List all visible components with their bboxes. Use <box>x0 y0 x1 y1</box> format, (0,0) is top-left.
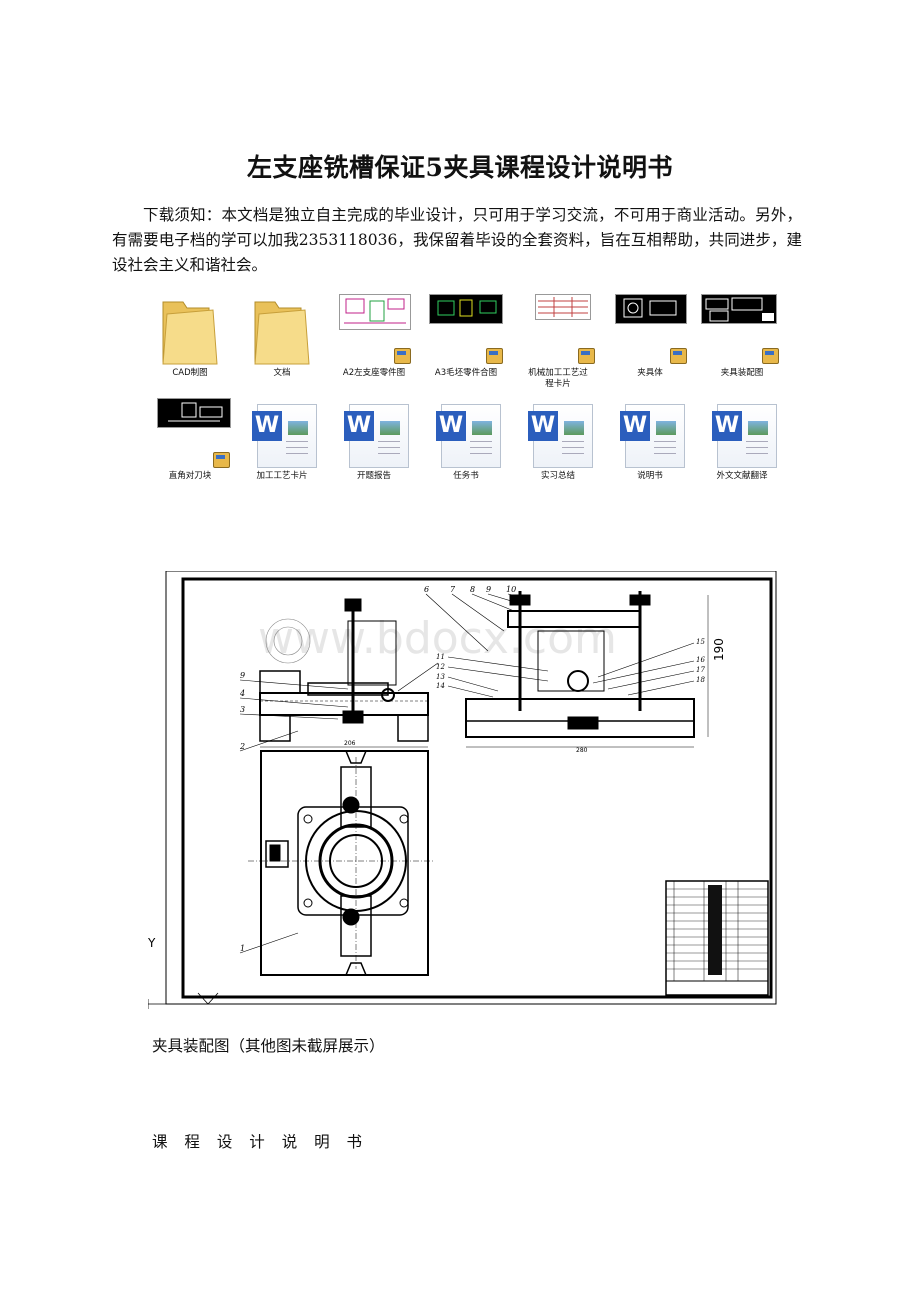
callout-label: 18 <box>696 676 705 684</box>
word-doc-icon: W <box>620 404 685 468</box>
figure-caption: 夹具装配图（其他图未截屏展示） <box>152 1037 385 1055</box>
word-doc-icon: W <box>252 404 317 468</box>
callout-label: 14 <box>436 682 445 690</box>
file-label: 机械加工工艺过 <box>528 368 588 378</box>
callout-label: 15 <box>696 638 705 646</box>
word-doc-icon: W <box>344 404 409 468</box>
callout-label: 10 <box>506 585 516 594</box>
file-listing-screenshot: CAD制图 文档 A2左支座零件图 A3毛坯零件合图 <box>145 286 785 486</box>
drawing-thumbnail-icon <box>701 294 777 324</box>
right-leader-lines <box>592 642 695 696</box>
callout-label: 11 <box>436 653 445 661</box>
middle-leader-lines <box>397 656 549 698</box>
callout-label: 6 <box>424 585 429 594</box>
notice-text: 下载须知：本文档是独立自主完成的毕业设计，只可用于学习交流，不可用于商业活动。另… <box>112 206 802 274</box>
file-label: A2左支座零件图 <box>342 368 406 378</box>
callout-label: 13 <box>436 673 445 681</box>
file-label: 说明书 <box>637 471 663 481</box>
callout-label: 2 <box>239 742 245 751</box>
cad-file-icon <box>670 348 687 364</box>
file-label: 文档 <box>273 368 291 378</box>
callout-label: 16 <box>696 656 705 664</box>
section-heading: 课 程 设 计 说 明 书 <box>152 1133 369 1151</box>
watermark-text: www.bdocx.com <box>258 613 617 664</box>
word-logo-icon: W <box>252 411 282 441</box>
file-label: 外文文献翻译 <box>716 471 768 481</box>
cad-file-icon <box>394 348 411 364</box>
word-doc-icon: W <box>528 404 593 468</box>
file-label: 任务书 <box>453 471 479 481</box>
drawing-thumbnail-icon <box>615 294 687 324</box>
callout-label: 3 <box>240 705 245 714</box>
drawing-thumbnail-icon <box>339 294 411 330</box>
callout-label: 4 <box>239 689 245 698</box>
fixture-assembly-drawing: www.bdocx.com 206 280 190 9 4 <box>148 571 777 1009</box>
cad-file-icon <box>486 348 503 364</box>
folder-icon <box>162 301 218 365</box>
plan-view <box>248 750 433 976</box>
file-label: A3毛坯零件合图 <box>434 368 498 378</box>
top-callouts: 6 7 8 9 10 <box>424 585 516 594</box>
file-label: 夹具体 <box>637 368 663 378</box>
word-doc-icon: W <box>712 404 777 468</box>
dimension-280: 280 <box>576 747 588 754</box>
file-label: 直角对刀块 <box>168 471 212 481</box>
word-logo-icon: W <box>528 411 558 441</box>
file-label: 加工工艺卡片 <box>256 471 308 481</box>
word-doc-icon: W <box>436 404 501 468</box>
cad-file-icon <box>762 348 779 364</box>
word-logo-icon: W <box>436 411 466 441</box>
callout-label: 7 <box>450 585 456 594</box>
file-label: CAD制图 <box>172 368 208 378</box>
left-front-view <box>259 598 429 748</box>
left-leader-lines <box>239 679 349 954</box>
word-logo-icon: W <box>344 411 374 441</box>
drawing-thumbnail-icon <box>429 294 503 324</box>
word-logo-icon: W <box>712 411 742 441</box>
left-callouts: 9 4 3 2 1 <box>239 671 245 953</box>
file-label-line2: 程卡片 <box>545 379 571 389</box>
callout-label: 12 <box>436 663 445 671</box>
axis-marker <box>148 992 219 1009</box>
callout-label: 9 <box>486 585 491 594</box>
dimension-206: 206 <box>344 740 356 747</box>
axis-y-label: Y <box>148 936 156 950</box>
cad-file-icon <box>213 452 230 468</box>
right-side-view <box>465 591 709 748</box>
right-callouts: 15 16 17 18 <box>696 638 705 684</box>
top-leader-lines <box>425 593 523 652</box>
file-label: 夹具装配图 <box>720 368 764 378</box>
callout-label: 8 <box>470 585 475 594</box>
callout-label: 9 <box>240 671 245 680</box>
drawing-thumbnail-icon <box>535 294 591 320</box>
dimension-190: 190 <box>712 638 726 661</box>
file-label: 开题报告 <box>356 471 391 481</box>
callout-label: 17 <box>696 666 705 674</box>
document-title: 左支座铣槽保证5夹具课程设计说明书 <box>247 153 673 182</box>
middle-callouts: 11 12 13 14 <box>436 653 445 690</box>
callout-label: 1 <box>240 944 245 953</box>
download-notice: 下载须知：本文档是独立自主完成的毕业设计，只可用于学习交流，不可用于商业活动。另… <box>112 203 802 278</box>
drawing-thumbnail-icon <box>157 398 231 428</box>
file-label: 实习总结 <box>540 471 575 481</box>
parts-list-table <box>665 880 769 996</box>
folder-icon <box>254 301 310 365</box>
cad-file-icon <box>578 348 595 364</box>
word-logo-icon: W <box>620 411 650 441</box>
